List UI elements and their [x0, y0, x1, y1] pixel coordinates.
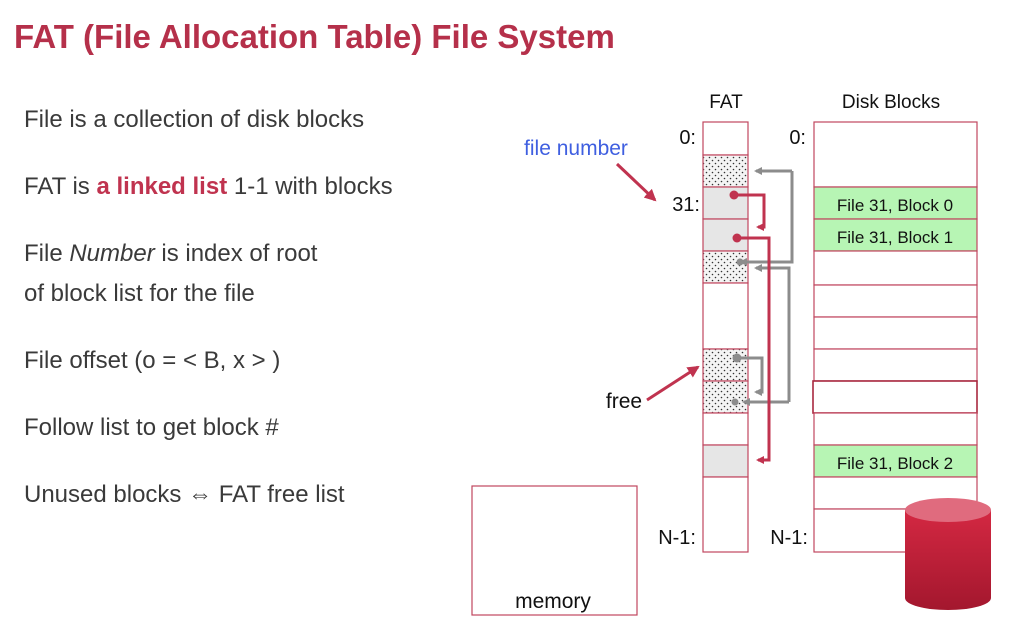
- fat-label-n-1: N-1:: [658, 527, 696, 549]
- disk-block-empty: [813, 348, 978, 382]
- free-arrow: [646, 365, 700, 402]
- bullet-file-number: File Number is index of root: [24, 236, 317, 272]
- bullet-text: File offset (o = < B, x > ): [24, 347, 281, 374]
- bullet-text: is index of root: [154, 240, 318, 267]
- bullet-text: FAT is: [24, 173, 97, 200]
- file-link-arrow: [737, 236, 771, 464]
- free-link-arrow: [736, 356, 764, 396]
- disk-block-label: File 31, Block 0: [837, 196, 953, 215]
- disk-block-label: File 31, Block 2: [837, 454, 953, 473]
- memory-box: [471, 485, 638, 616]
- disk-block-empty: [812, 380, 978, 414]
- free-link-dot: [731, 398, 739, 406]
- file-link-arrow: [734, 193, 766, 231]
- free-link-arrow: [739, 171, 794, 266]
- bullet-text: of block list for the file: [24, 280, 255, 307]
- free-list-links: [736, 167, 794, 406]
- file-number-arrow: [615, 162, 657, 202]
- file-link-dot: [732, 233, 742, 243]
- bullet-text: Follow list to get block #: [24, 414, 279, 441]
- bullet-fat-linked-list: FAT is a linked list 1-1 with blocks: [24, 169, 393, 205]
- disk-block-empty: [813, 121, 978, 188]
- free-annotation: free: [606, 390, 642, 413]
- disk-label-n-1: N-1:: [770, 527, 808, 549]
- disk-label-0: 0:: [789, 127, 806, 149]
- fat-entry-free: [702, 154, 749, 188]
- bullet-text: 1-1 with blocks: [227, 173, 393, 200]
- fat-entry-free: [702, 250, 749, 284]
- disk-block-label: File 31, Block 1: [837, 228, 953, 247]
- disk-blocks-header: Disk Blocks: [842, 92, 940, 113]
- disk-block-empty: [813, 316, 978, 350]
- bullet-highlight: a linked list: [96, 173, 228, 200]
- free-link-dot: [732, 353, 742, 363]
- bullet-file-offset: File offset (o = < B, x > ): [24, 343, 280, 379]
- free-link-dot: [736, 258, 744, 266]
- bullet-unused-blocks: Unused blocks ⇔ FAT free list: [24, 477, 345, 513]
- disk-block-empty: [813, 412, 978, 446]
- disk-block-empty: [813, 250, 978, 286]
- free-link-arrow: [754, 264, 791, 402]
- slide-title: FAT (File Allocation Table) File System: [14, 18, 615, 55]
- disk-block-file31-0: [813, 186, 978, 220]
- fat-label-0: 0:: [679, 127, 696, 149]
- bullet-italic: Number: [69, 240, 155, 267]
- fat-entry-free: [702, 380, 749, 414]
- fat-entry-0: [702, 121, 749, 156]
- file-links: [734, 193, 771, 464]
- bullet-text: Unused blocks ⇔ FAT free list: [24, 481, 345, 508]
- fat-label-31: 31:: [672, 194, 700, 216]
- file-number-annotation: file number: [524, 137, 628, 160]
- fat-entry-31: [702, 186, 749, 220]
- disk-blocks-table: [812, 121, 978, 553]
- bullet-follow-list: Follow list to get block #: [24, 410, 279, 446]
- fat-entry-empty: [702, 412, 749, 446]
- fat-entry-last: [702, 476, 749, 553]
- memory-label: memory: [515, 590, 591, 613]
- bullet-text: File: [24, 240, 70, 267]
- disk-block-file31-2: [813, 444, 978, 478]
- fat-header: FAT: [709, 92, 743, 113]
- file-link-dot: [729, 190, 739, 200]
- fat-entry-used: [702, 444, 749, 478]
- fat-table: [702, 121, 749, 553]
- fat-entry-empty: [702, 282, 749, 350]
- disk-icon: [905, 498, 991, 610]
- disk-block-empty: [813, 284, 978, 318]
- fat-entry-used: [702, 218, 749, 252]
- bullet-file-collection: File is a collection of disk blocks: [24, 102, 364, 138]
- fat-entry-free: [702, 348, 749, 382]
- bullet-text: File is a collection of disk blocks: [24, 106, 365, 133]
- bullet-file-number-cont: of block list for the file: [24, 276, 255, 312]
